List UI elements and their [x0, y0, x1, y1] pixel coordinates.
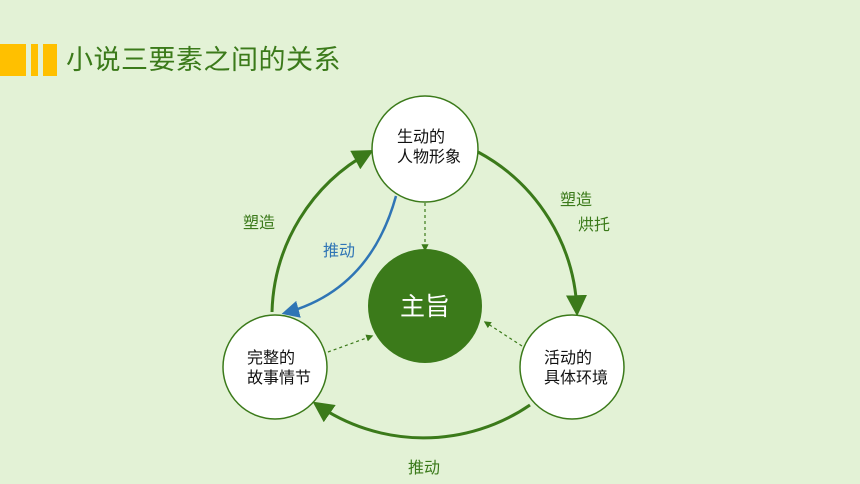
node-characters-line2: 人物形象: [397, 147, 461, 166]
label-shape-top-right: 塑造: [560, 190, 592, 209]
label-shape-left: 塑造: [243, 213, 275, 232]
node-environment-line1: 活动的: [544, 348, 592, 367]
dashed-arrow-plot-to-center: [327, 334, 374, 353]
arrow-plot-to-characters: [270, 149, 374, 313]
title-accent-block: [0, 44, 26, 76]
arrow-characters-to-environment: [477, 150, 587, 317]
arrow-characters-to-plot: [281, 195, 398, 318]
label-set-off: 烘托: [578, 215, 610, 234]
node-plot-line2: 故事情节: [247, 368, 311, 387]
dashed-arrow-environment-to-center: [483, 321, 523, 347]
center-label: 主旨: [400, 292, 450, 321]
title-accent-stripe: [31, 44, 38, 76]
node-characters: [371, 95, 479, 203]
label-drive-inner: 推动: [323, 241, 355, 260]
arrow-environment-to-plot: [312, 401, 531, 440]
center-node-theme: [368, 249, 482, 363]
node-plot-line1: 完整的: [247, 348, 295, 367]
node-characters-line1: 生动的: [397, 127, 445, 146]
node-environment-line2: 具体环境: [544, 368, 608, 387]
node-environment: [519, 314, 625, 420]
label-drive-bottom: 推动: [408, 458, 440, 477]
node-plot: [222, 314, 328, 420]
page-title: 小说三要素之间的关系: [66, 45, 341, 76]
title-accent-stripe: [43, 44, 57, 76]
